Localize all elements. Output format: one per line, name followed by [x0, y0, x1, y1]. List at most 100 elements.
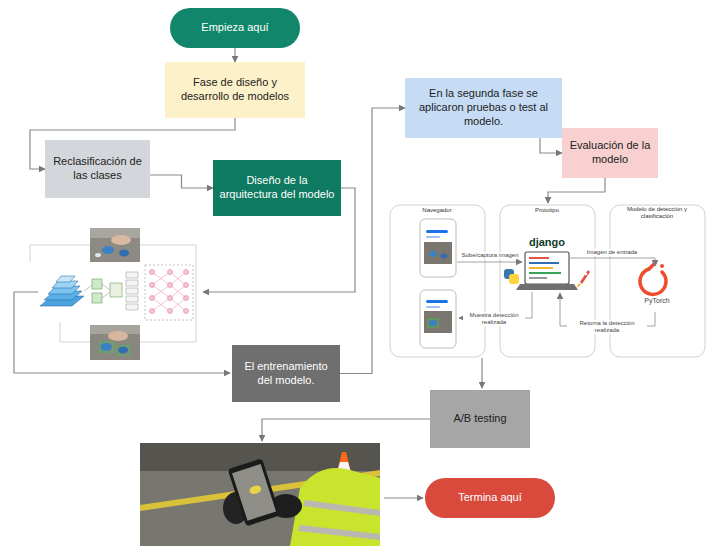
phone-mockup: [429, 320, 437, 326]
phone-mockup: [420, 290, 456, 348]
worker-photo: [303, 500, 380, 516]
input-photo: [90, 228, 140, 262]
network-layers: [170, 298, 186, 311]
node-text: Diseño de la arquitectura del modelo: [219, 174, 335, 202]
network-layers: [184, 296, 189, 301]
start-terminal: Empieza aquí: [170, 8, 300, 48]
laptop-icon: [529, 277, 547, 279]
network-layers: [145, 265, 193, 320]
phone-mockup: [424, 242, 452, 264]
input-photo: [95, 253, 101, 257]
network-layers: [152, 272, 170, 285]
laptop-icon: [529, 267, 553, 269]
phone-mockup: [426, 300, 448, 303]
network-layers: [150, 270, 155, 275]
laptop-icon: [529, 272, 561, 274]
network-layers: [150, 283, 155, 288]
rocket-icon: [576, 283, 581, 288]
network-layers: [126, 304, 138, 310]
phone-mockup: [426, 230, 448, 233]
phase-box: Fase de diseño y desarrollo de modelos: [165, 62, 305, 118]
logo-text: django: [517, 236, 577, 249]
output-photo: [108, 331, 128, 341]
end-terminal: Termina aquí: [425, 478, 555, 518]
panel-heading: Prototipo: [507, 207, 587, 214]
flow-line: [262, 419, 430, 441]
process-box: Evaluación de la modelo: [562, 128, 658, 178]
node-text: En la segunda fase se aplicaron pruebas …: [411, 87, 556, 128]
phase-box: En la segunda fase se aplicaron pruebas …: [405, 78, 562, 138]
panel-outline: [500, 205, 595, 357]
phone-mockup: [420, 290, 456, 348]
network-layers: [168, 296, 173, 301]
architecture-figure: [30, 228, 196, 360]
worker-photo: [140, 443, 380, 546]
worker-photo: [140, 443, 380, 546]
flow-line: [548, 178, 605, 203]
network-layers: [150, 309, 155, 314]
flow-line: [384, 497, 423, 498]
thin-leader: [30, 245, 90, 262]
network-layers: [152, 298, 170, 311]
network-layers: [152, 285, 170, 298]
network-layers: [102, 292, 110, 298]
flow-label: Muestra detección realizada: [463, 312, 525, 326]
phone-mockup: [426, 236, 440, 238]
flow-line: [14, 178, 605, 498]
network-layers: [126, 272, 138, 278]
network-layers: [150, 270, 189, 314]
logo-text: PyTorch: [627, 297, 687, 305]
network-layers: [126, 280, 138, 286]
phone-mockup: [441, 254, 448, 259]
network-layers: [84, 285, 92, 291]
process-box: Reclasificación de las clases: [45, 140, 150, 198]
python-logo: [509, 274, 519, 284]
network-layers: [152, 272, 186, 311]
network-layers: [170, 272, 186, 285]
worker-photo: [232, 464, 276, 521]
phone-mockup: [420, 219, 456, 277]
output-photo: [90, 325, 140, 360]
node-text: Termina aquí: [458, 491, 522, 505]
prototype-figure: [390, 205, 705, 357]
network-layers: [102, 284, 110, 290]
network-layers: [168, 309, 173, 314]
network-layers: [92, 293, 102, 303]
output-photo: [118, 347, 128, 354]
network-layers: [184, 309, 189, 314]
process-box: A/B testing: [430, 390, 530, 448]
node-text: El entrenamiento del modelo.: [238, 360, 334, 388]
pytorch-logo: [640, 269, 666, 294]
laptop-icon: [516, 252, 578, 290]
panel-heading: Modelo de detección y clasificación: [617, 206, 697, 220]
panel-heading: Navegador: [397, 207, 477, 214]
input-photo: [90, 228, 140, 262]
node-text: A/B testing: [453, 412, 506, 426]
laptop-icon: [516, 284, 578, 290]
laptop-icon: [529, 257, 549, 259]
network-layers: [92, 279, 102, 289]
worker-photo: [290, 468, 380, 546]
pytorch-logo: [660, 264, 664, 268]
laptop-icon: [525, 252, 569, 284]
network-layers: [126, 296, 138, 302]
flow-connector: [340, 108, 405, 374]
network-layers: [184, 283, 189, 288]
flow-line: [457, 258, 655, 326]
flow-line: [457, 262, 522, 263]
worker-photo: [298, 525, 380, 540]
input-photo: [119, 250, 129, 257]
flow-connector: [234, 48, 235, 62]
network-layers: [40, 265, 193, 320]
python-logo: [504, 269, 519, 284]
panel-outline: [390, 205, 485, 357]
rocket-icon: [585, 273, 588, 276]
thin-leader: [140, 245, 196, 342]
network-layers: [126, 288, 138, 294]
flow-label: Sube/captura imagen: [458, 252, 522, 259]
input-photo: [102, 246, 114, 254]
worker-photo: [228, 458, 281, 526]
phone-mockup: [424, 311, 452, 333]
